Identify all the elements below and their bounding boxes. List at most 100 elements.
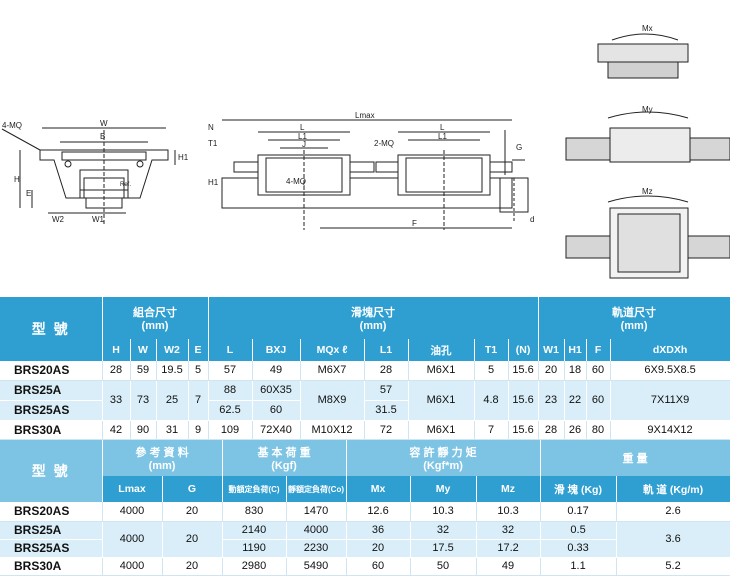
cell: 62.5 — [208, 400, 253, 421]
cell: 1.1 — [540, 557, 617, 576]
cell: 1470 — [286, 502, 347, 522]
cell: 0.5 — [540, 521, 617, 540]
rail-group-title: 軌道尺寸 — [612, 307, 657, 319]
table-row: BRS25AS 1190 2230 20 17.5 17.2 0.33 — [0, 539, 730, 558]
col-w1: W1 — [538, 339, 565, 361]
label-g: G — [516, 143, 522, 152]
col-bxj: BXJ — [252, 339, 301, 361]
assembly-group-header: 組合尺寸(mm) — [102, 297, 209, 339]
label-2mq: 2-MQ — [374, 139, 394, 148]
cell: 4.8 — [474, 380, 509, 421]
label-4mq-mid: 4-MQ — [286, 177, 306, 186]
cell: 32 — [476, 521, 541, 540]
moment-group-header: 容 許 靜 力 矩(Kgf*m) — [346, 440, 541, 476]
model-cell: BRS25A — [0, 380, 103, 401]
model-cell: BRS25A — [0, 521, 103, 540]
col-h1: H1 — [564, 339, 587, 361]
cell: 18 — [564, 361, 587, 381]
col-lmax: Lmax — [102, 476, 163, 502]
col-rail-weight: 軌 道 (Kg/m) — [616, 476, 730, 502]
assembly-group-unit: (mm) — [141, 320, 169, 332]
cell: 20 — [162, 502, 223, 522]
label-l1-2: L1 — [438, 132, 447, 141]
model-header-2: 型 號 — [0, 440, 103, 502]
cell: 6X9.5X8.5 — [610, 361, 730, 381]
model-cell: BRS25AS — [0, 400, 103, 421]
label-h1-left: H1 — [178, 153, 189, 162]
col-n: (N) — [508, 339, 539, 361]
cell: 80 — [586, 420, 611, 440]
cell: 830 — [222, 502, 287, 522]
cell: 57 — [208, 361, 253, 381]
cell: M6X1 — [408, 420, 475, 440]
cell: 4000 — [102, 557, 163, 576]
cell: 15.6 — [508, 361, 539, 381]
model-cell: BRS30A — [0, 557, 103, 576]
cell: 60X35 — [252, 380, 301, 401]
label-j: J — [302, 140, 306, 149]
cell: 15.6 — [508, 420, 539, 440]
cell: 9 — [188, 420, 209, 440]
col-e: E — [188, 339, 209, 361]
cell: 60 — [346, 557, 411, 576]
table1-column-headers: H W W2 E L BXJ MQx ℓ L1 油孔 T1 (N) W1 H1 … — [0, 339, 730, 361]
cell: 7 — [474, 420, 509, 440]
cell: 19.5 — [156, 361, 189, 381]
dimensions-table: 型 號 組合尺寸(mm) 滑塊尺寸(mm) 軌道尺寸(mm) H W W2 E … — [0, 297, 730, 440]
cross-section-view — [1, 127, 176, 225]
label-h: H — [14, 175, 20, 184]
cell: 57 — [364, 380, 409, 401]
table-row: BRS30A 4000 20 2980 5490 60 50 49 1.1 5.… — [0, 557, 730, 576]
weight-group-header: 重 量 — [540, 440, 730, 476]
cell: 9X14X12 — [610, 420, 730, 440]
table2-column-headers: Lmax G 動額定負荷(C) 靜額定負荷(Co) Mx My Mz 滑 塊 (… — [0, 476, 730, 502]
cell: 73 — [130, 380, 157, 421]
label-lmax: Lmax — [355, 111, 375, 120]
col-oil-hole: 油孔 — [408, 339, 475, 361]
cell: 60 — [586, 361, 611, 381]
cell: 5 — [474, 361, 509, 381]
assembly-group-title: 組合尺寸 — [133, 307, 177, 319]
cell: 31.5 — [364, 400, 409, 421]
ref-group-unit: (mm) — [148, 460, 176, 472]
model-cell: BRS20AS — [0, 361, 103, 381]
cell: 2230 — [286, 539, 347, 558]
col-dynamic-load: 動額定負荷(C) — [222, 476, 287, 502]
load-table: 型 號 參 考 資 料(mm) 基 本 荷 重(Kgf) 容 許 靜 力 矩(K… — [0, 440, 730, 576]
cell: 59 — [130, 361, 157, 381]
cell: 33 — [102, 380, 131, 421]
ref-group-title: 參 考 資 料 — [135, 447, 189, 459]
cell: 49 — [252, 361, 301, 381]
rail-group-header: 軌道尺寸(mm) — [538, 297, 730, 339]
cell: 20 — [538, 361, 565, 381]
label-h1-mid: H1 — [208, 178, 219, 187]
col-static-load: 靜額定負荷(Co) — [286, 476, 347, 502]
load-group-unit: (Kgf) — [271, 460, 297, 472]
cell: 23 — [538, 380, 565, 421]
cell: 60 — [252, 400, 301, 421]
col-w2: W2 — [156, 339, 189, 361]
cell: 31 — [156, 420, 189, 440]
cell: 2980 — [222, 557, 287, 576]
cell: 25 — [156, 380, 189, 421]
side-view — [221, 119, 529, 230]
cell: 50 — [410, 557, 477, 576]
label-f: F — [412, 219, 417, 228]
cell: 20 — [346, 539, 411, 558]
block-group-header: 滑塊尺寸(mm) — [208, 297, 539, 339]
moment-views — [565, 33, 730, 279]
cell: 28 — [538, 420, 565, 440]
technical-drawings: 4-MQ W B H E W2 W1 H1 Ref. — [1, 24, 730, 279]
col-l: L — [208, 339, 253, 361]
label-n: N — [208, 123, 214, 132]
col-dxdxh: dXDXh — [610, 339, 730, 361]
col-l1: L1 — [364, 339, 409, 361]
label-b: B — [100, 132, 105, 141]
cell: 72 — [364, 420, 409, 440]
cell: 15.6 — [508, 380, 539, 421]
moment-group-title: 容 許 靜 力 矩 — [409, 447, 477, 459]
cell: 42 — [102, 420, 131, 440]
cell: M8X9 — [300, 380, 365, 421]
col-my: My — [410, 476, 477, 502]
table-row: BRS25A 4000 20 2140 4000 36 32 32 0.5 3.… — [0, 521, 730, 558]
